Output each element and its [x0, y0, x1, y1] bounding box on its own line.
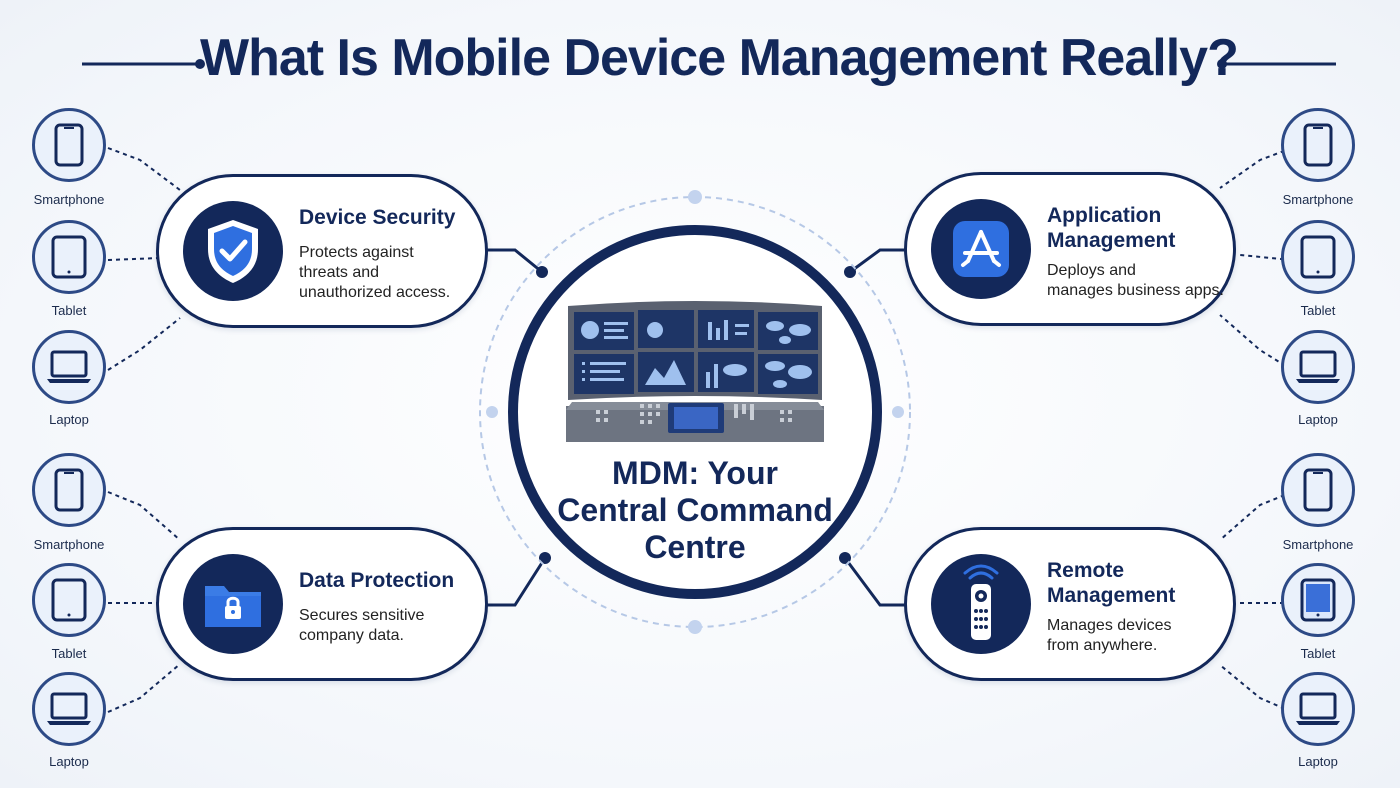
- feature-card-remote-management: Remote Management Manages devices from a…: [904, 527, 1236, 681]
- device-label-laptop: Laptop: [1298, 754, 1338, 769]
- device-label-smartphone: Smartphone: [33, 192, 105, 207]
- feature-description: Manages devices: [1047, 617, 1172, 634]
- shield-check-icon: [183, 201, 283, 301]
- feature-title: Data Protection: [299, 569, 455, 592]
- feature-card-device-security: Device Security Protects against threats…: [156, 174, 488, 328]
- device-label-laptop: Laptop: [49, 754, 89, 769]
- command-centre-illustration: [566, 301, 824, 442]
- device-label-smartphone: Smartphone: [33, 537, 105, 552]
- locked-folder-icon: [183, 554, 283, 654]
- feature-description: company data.: [299, 627, 404, 644]
- feature-card-data-protection: Data Protection Secures sensitive compan…: [156, 527, 488, 681]
- smartphone-icon: [1303, 468, 1333, 512]
- device-label-laptop: Laptop: [49, 412, 89, 427]
- feature-title: Device Security: [299, 206, 456, 229]
- feature-card-application-management: Application Management Deploys and manag…: [904, 172, 1236, 326]
- device-label-laptop: Laptop: [1298, 412, 1338, 427]
- feature-title: Management: [1047, 229, 1176, 252]
- laptop-device: [1281, 330, 1355, 404]
- feature-title: Remote: [1047, 559, 1125, 582]
- laptop-icon: [1296, 692, 1340, 725]
- feature-description: from anywhere.: [1047, 637, 1158, 654]
- laptop-icon: [47, 692, 91, 725]
- feature-description: Secures sensitive: [299, 607, 425, 624]
- device-label-tablet: Tablet: [51, 303, 87, 318]
- smartphone-device: [32, 453, 106, 527]
- smartphone-device: [1281, 108, 1355, 182]
- page-title: What Is Mobile Device Management Really?: [200, 29, 1239, 87]
- feature-title: Application: [1047, 204, 1162, 227]
- center-heading-line: Centre: [644, 529, 746, 565]
- device-label-tablet: Tablet: [51, 646, 87, 661]
- center-heading-line: MDM: Your: [612, 455, 778, 491]
- tablet-device: [32, 563, 106, 637]
- device-label-smartphone: Smartphone: [1282, 192, 1354, 207]
- feature-description: Deploys and: [1047, 262, 1136, 279]
- laptop-icon: [1296, 350, 1340, 383]
- tablet-icon: [51, 235, 87, 279]
- laptop-icon: [47, 350, 91, 383]
- device-label-smartphone: Smartphone: [1282, 537, 1354, 552]
- laptop-device: [32, 672, 106, 746]
- center-heading: MDM: Your Central Command Centre: [545, 455, 845, 566]
- center-heading-line: Central Command: [557, 492, 833, 528]
- feature-title: Management: [1047, 584, 1176, 607]
- smartphone-icon: [1303, 123, 1333, 167]
- feature-description: manages business apps.: [1047, 282, 1224, 299]
- feature-description: threats and: [299, 264, 380, 281]
- smartphone-icon: [54, 123, 84, 167]
- laptop-device: [1281, 672, 1355, 746]
- tablet-device: [1281, 220, 1355, 294]
- remote-control-icon: [931, 554, 1031, 654]
- smartphone-icon: [54, 468, 84, 512]
- tablet-device: [1281, 563, 1355, 637]
- smartphone-device: [32, 108, 106, 182]
- device-label-tablet: Tablet: [1300, 303, 1336, 318]
- app-store-icon: [931, 199, 1031, 299]
- feature-description: unauthorized access.: [299, 284, 451, 301]
- device-label-tablet: Tablet: [1300, 646, 1336, 661]
- tablet-device: [32, 220, 106, 294]
- feature-description: Protects against: [299, 244, 414, 261]
- tablet-icon: [51, 578, 87, 622]
- laptop-device: [32, 330, 106, 404]
- tablet-icon: [1300, 578, 1336, 622]
- smartphone-device: [1281, 453, 1355, 527]
- tablet-icon: [1300, 235, 1336, 279]
